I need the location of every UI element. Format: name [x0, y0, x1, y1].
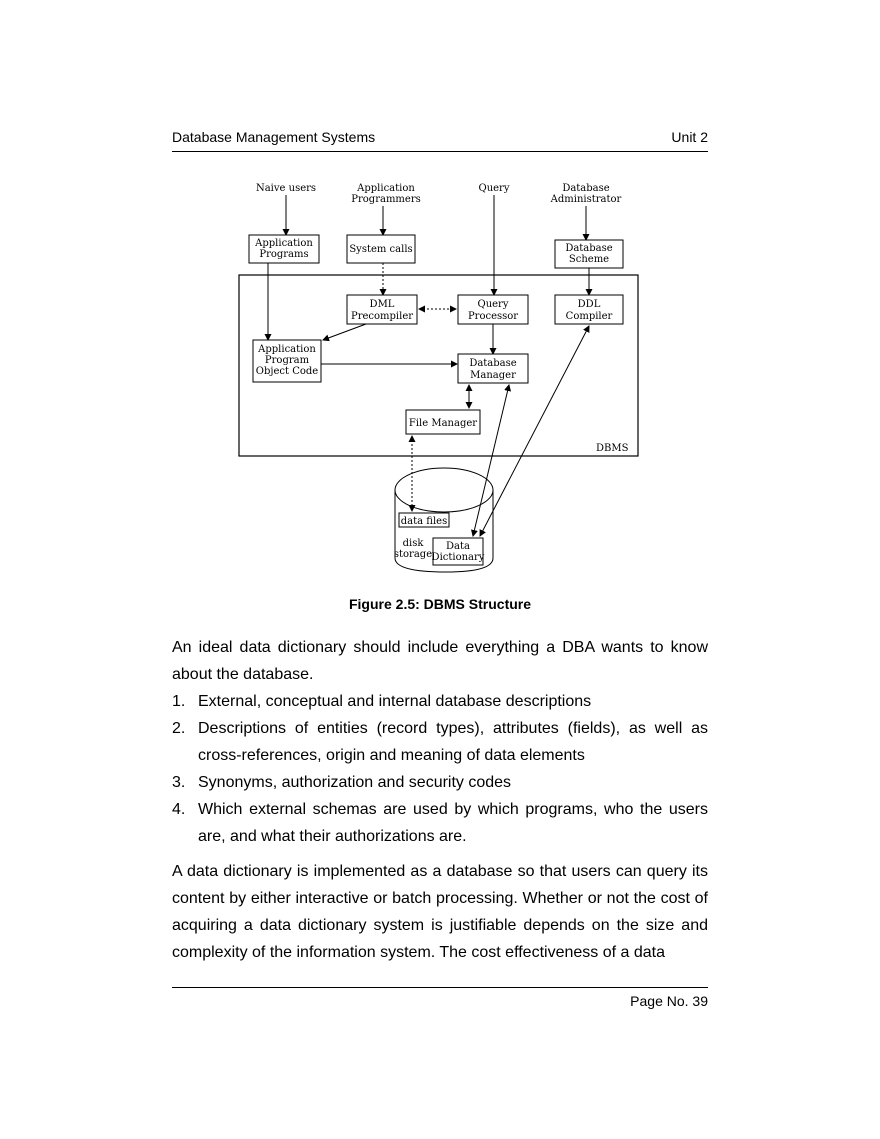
ddl-compiler-box [554, 294, 624, 325]
dml-label-2: Precompiler [351, 311, 413, 322]
list-text: Which external schemas are used by which… [198, 801, 708, 845]
system-calls-label: System calls [349, 244, 412, 255]
figure-caption: Figure 2.5: DBMS Structure [348, 596, 532, 612]
app-programmers-label-1: Application [356, 183, 415, 194]
dbms-structure-figure: DBMS Naive users Application Programmers… [236, 180, 642, 578]
implementation-paragraph: A data dictionary is implemented as a da… [172, 863, 708, 961]
page-header: Database Management Systems Unit 2 [172, 129, 708, 152]
list-item: 3. Synonyms, authorization and security c… [172, 769, 708, 796]
list-number: 4. [172, 801, 186, 818]
disk-top [394, 467, 494, 513]
dba-label-2: Administrator [550, 194, 622, 205]
list-item: 1. External, conceptual and internal data… [172, 688, 708, 715]
qp-label-2: Processor [468, 311, 518, 322]
file-manager-box [405, 409, 481, 435]
list-item: 4. Which external schemas are used by whi… [172, 796, 708, 850]
query-label: Query [479, 183, 510, 194]
dbm-label-2: Manager [470, 370, 516, 381]
dbms-boundary [238, 274, 639, 457]
data-files-box [398, 512, 450, 528]
header-unit: Unit 2 [671, 129, 708, 145]
list-number: 2. [172, 720, 186, 737]
disk-label-2: storage [394, 549, 432, 560]
db-scheme-label-2: Scheme [569, 254, 609, 265]
intro-paragraph: An ideal data dictionary should include … [172, 639, 708, 683]
app-programs-label-1: Application [254, 238, 313, 249]
dbms-diagram: DBMS Naive users Application Programmers… [238, 183, 639, 573]
data-dictionary-box [432, 537, 484, 566]
system-calls-box [346, 234, 416, 264]
naive-users-label: Naive users [256, 183, 316, 194]
db-scheme-label-1: Database [565, 243, 612, 254]
apoc-label-3: Object Code [256, 366, 318, 377]
dba-label-1: Database [562, 183, 609, 194]
dml-label-1: DML [370, 299, 395, 310]
qp-label-1: Query [478, 299, 509, 310]
app-programs-label-2: Programs [259, 249, 308, 260]
dbm-label-1: Database [469, 358, 516, 369]
disk-label-1: disk [403, 538, 425, 549]
ddl-label-1: DDL [578, 299, 601, 310]
header-title: Database Management Systems [172, 129, 376, 145]
apoc-label-2: Program [265, 355, 310, 366]
ap-object-code-box [252, 339, 322, 383]
dml-precompiler-box [346, 294, 418, 325]
data-files-label: data files [401, 516, 447, 527]
list-text: Descriptions of entities (record types),… [198, 720, 708, 764]
body-text: An ideal data dictionary should include … [172, 634, 708, 966]
dbms-label: DBMS [596, 443, 629, 454]
list-item: 2. Descriptions of entities (record types… [172, 715, 708, 769]
dd-label-2: Dictionary [432, 552, 485, 563]
page-number: Page No. 39 [630, 993, 708, 1009]
dd-label-1: Data [446, 541, 470, 552]
app-programmers-label-2: Programmers [351, 194, 420, 205]
ddl-label-2: Compiler [566, 311, 613, 322]
apoc-label-1: Application [257, 344, 316, 355]
list-number: 3. [172, 774, 186, 791]
description-list: 1. External, conceptual and internal data… [172, 688, 708, 850]
file-manager-label: File Manager [409, 418, 477, 429]
list-text: External, conceptual and internal databa… [198, 693, 592, 710]
footer-divider [172, 987, 708, 988]
list-number: 1. [172, 693, 186, 710]
list-text: Synonyms, authorization and security cod… [198, 774, 512, 791]
query-processor-box [457, 294, 529, 325]
app-programs-box [248, 234, 320, 264]
